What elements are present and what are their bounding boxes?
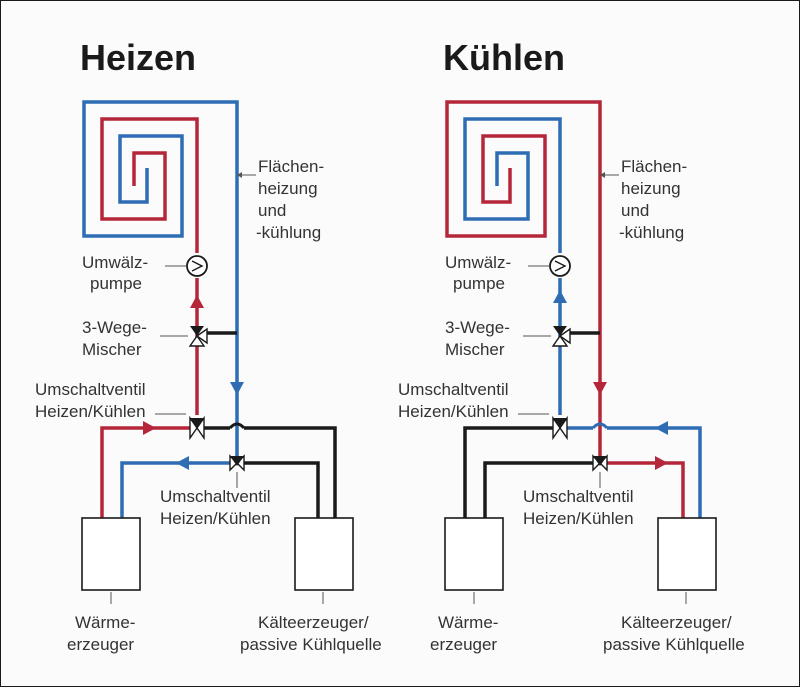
surface-heating-label-2: heizung	[258, 179, 318, 198]
cooling-source-label-2: passive Kühlquelle	[240, 635, 382, 654]
cooling-source-label-1: Kälteerzeuger/	[258, 613, 369, 632]
valve2-label-2: Heizen/Kühlen	[160, 509, 271, 528]
cooling-source-box	[294, 517, 354, 591]
surface-heating-label-1: Flächen-	[258, 157, 324, 176]
pump-label-2: pumpe	[90, 274, 142, 293]
cool-mixer-label-2: Mischer	[445, 340, 505, 359]
flow-right-arrow	[143, 421, 156, 435]
floor-cooling-coil	[445, 100, 602, 378]
cool-pump-label-1: Umwälz-	[445, 253, 511, 272]
pump-label-1: Umwälz-	[82, 253, 148, 272]
cool-cooling-source-label-1: Kälteerzeuger/	[621, 613, 732, 632]
cool-valve2-label-2: Heizen/Kühlen	[523, 509, 634, 528]
cooling-source-box	[657, 517, 717, 591]
surface-heating-label-3: und	[258, 201, 286, 220]
surface-cooling-label-4: -kühlung	[619, 223, 684, 242]
cool-pump-label-2: pumpe	[453, 274, 505, 293]
heating-diagram: Heizen Flächen- heizung und -kühlung Umw…	[35, 37, 382, 654]
flow-up-arrow	[190, 295, 204, 308]
cool-flow-up-arrow	[553, 290, 567, 303]
cool-heat-generator-label-1: Wärme-	[438, 613, 498, 632]
valve1-label-2: Heizen/Kühlen	[35, 402, 146, 421]
heating-title: Heizen	[80, 37, 196, 78]
cool-flow-left-arrow	[655, 421, 668, 435]
cool-valve1-label-2: Heizen/Kühlen	[398, 402, 509, 421]
switching-valve-2-icon	[592, 454, 608, 472]
cool-flow-down-arrow	[593, 382, 607, 395]
cool-mixer-label-1: 3-Wege-	[445, 318, 510, 337]
switching-valve-1-icon	[552, 415, 568, 441]
cool-valve1-label-1: Umschaltventil	[398, 380, 509, 399]
circulation-pump-icon	[549, 255, 571, 277]
switching-valve-2-icon	[229, 454, 245, 472]
cool-heat-generator-label-2: erzeuger	[430, 635, 497, 654]
floor-heating-coil	[82, 100, 239, 378]
heat-generator-label-1: Wärme-	[75, 613, 135, 632]
mixer-label-2: Mischer	[82, 340, 142, 359]
cooling-diagram: Kühlen Flächen- heizung und -kühlung Umw…	[398, 37, 745, 654]
valve1-label-1: Umschaltventil	[35, 380, 146, 399]
cool-flow-right-arrow	[655, 456, 668, 470]
cool-valve2-label-1: Umschaltventil	[523, 487, 634, 506]
flow-down-arrow	[230, 382, 244, 395]
surface-heating-label-4: -kühlung	[256, 223, 321, 242]
heat-generator-label-2: erzeuger	[67, 635, 134, 654]
circulation-pump-icon	[186, 255, 208, 277]
three-way-mixer-icon	[551, 326, 571, 347]
flow-left-arrow	[176, 456, 189, 470]
cool-cooling-source-label-2: passive Kühlquelle	[603, 635, 745, 654]
cooling-title: Kühlen	[443, 37, 565, 78]
valve2-label-1: Umschaltventil	[160, 487, 271, 506]
mixer-label-1: 3-Wege-	[82, 318, 147, 337]
switching-valve-1-icon	[189, 415, 205, 441]
surface-cooling-label-3: und	[621, 201, 649, 220]
heat-generator-box	[81, 517, 141, 591]
heat-generator-box	[444, 517, 504, 591]
surface-cooling-label-1: Flächen-	[621, 157, 687, 176]
three-way-mixer-icon	[188, 326, 208, 347]
surface-cooling-label-2: heizung	[621, 179, 681, 198]
